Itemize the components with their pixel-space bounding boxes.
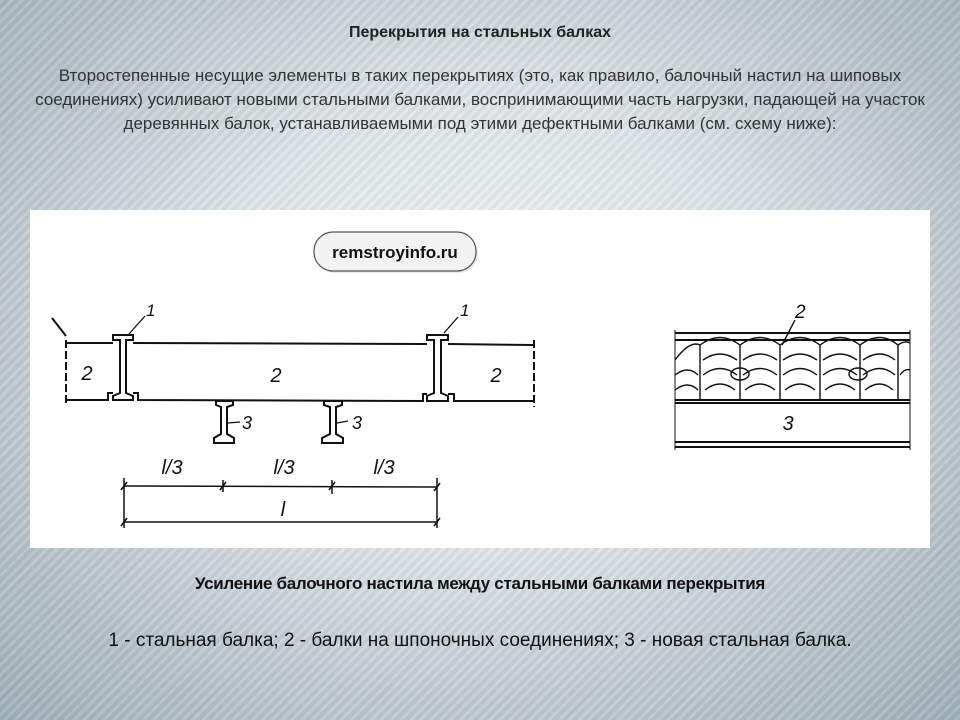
dim-third-1: l/3: [161, 457, 182, 479]
label-steel-beam-right: 1: [460, 301, 469, 320]
dimension-lines: [120, 478, 441, 528]
label-keyed-beam-center: 2: [269, 365, 281, 387]
slide-title: Перекрытия на стальных балках: [348, 24, 612, 41]
label-new-beam-section: 3: [782, 413, 793, 435]
beam-diagram: remstroyinfo.ru 1 1 2 2 2 3 3 l/3 l/3 l/…: [30, 210, 930, 548]
steel-beam-left: [112, 334, 134, 401]
label-keyed-beam-section: 2: [794, 302, 806, 323]
steel-beam-right: [426, 334, 449, 402]
figure-legend: 1 - стальная балка; 2 - балки на шпоночн…: [108, 630, 852, 651]
figure-caption: Усиление балочного настила между стальны…: [194, 574, 766, 593]
dim-third-2: l/3: [273, 457, 294, 479]
section-view: [51, 315, 535, 528]
label-new-beam-2: 3: [352, 413, 362, 433]
new-beam-2: [321, 400, 344, 444]
intro-text: Второстепенные несущие элементы в таких …: [35, 66, 925, 133]
label-new-beam-1: 3: [242, 413, 252, 433]
svg-text:remstroyinfo.ru: remstroyinfo.ru: [332, 243, 458, 262]
label-keyed-beam-left: 2: [80, 363, 92, 385]
label-keyed-beam-right: 2: [489, 365, 501, 387]
dim-span: l: [281, 499, 286, 521]
new-beam-1: [213, 400, 235, 444]
diagram-svg: remstroyinfo.ru 1 1 2 2 2 3 3 l/3 l/3 l/…: [51, 231, 911, 528]
watermark: remstroyinfo.ru: [313, 231, 478, 273]
cross-section-view: [674, 319, 911, 450]
dim-third-3: l/3: [373, 457, 394, 479]
label-steel-beam-left: 1: [146, 301, 155, 320]
